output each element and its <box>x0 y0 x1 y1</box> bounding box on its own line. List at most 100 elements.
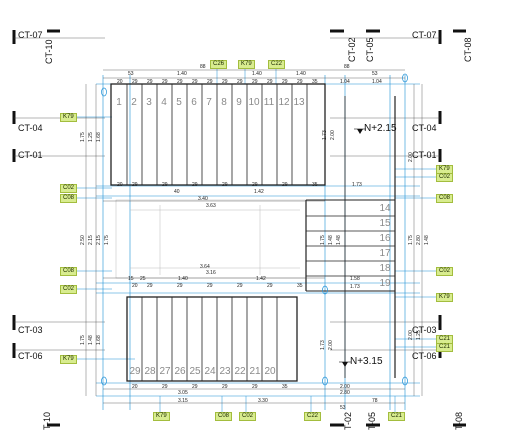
cut-label-ct01-right: CT-01 <box>412 150 437 160</box>
tag-c22: C22 <box>304 412 322 421</box>
dim-text: 3.30 <box>258 398 268 404</box>
dim-text: 2.50 <box>80 235 86 245</box>
dim-text: 35 <box>312 79 318 85</box>
level-marker-upper <box>354 128 366 134</box>
step-number: 5 <box>176 97 182 108</box>
dim-text: 88 <box>200 64 206 70</box>
tag-k79: K79 <box>60 113 77 122</box>
dim-text: 29 <box>282 79 288 85</box>
dim-text: 3.64 <box>200 264 210 270</box>
dim-text: 29 <box>207 79 213 85</box>
tag-c02: C02 <box>436 173 454 182</box>
mid-landing <box>115 199 307 279</box>
dim-text: 1.73 <box>352 182 362 188</box>
tag-c22: C22 <box>268 60 286 69</box>
tag-c26: C26 <box>210 60 228 69</box>
dim-text: 29 <box>132 79 138 85</box>
dim-text: 1.48 <box>336 235 342 245</box>
dim-text: 2.00 <box>340 384 350 390</box>
dim-text: 29 <box>237 283 243 289</box>
tag-k79: K79 <box>153 412 170 421</box>
dim-text: 1.75 <box>320 235 326 245</box>
lower-flight <box>126 296 298 382</box>
step-number: 27 <box>159 366 171 377</box>
grid-axis-lines <box>96 75 420 410</box>
cut-label-ct03-right: CT-03 <box>412 325 437 335</box>
step-number: 10 <box>248 97 260 108</box>
dim-text: 20 <box>117 182 123 188</box>
dim-text: 1.04 <box>340 79 350 85</box>
dim-text: 2.00 <box>328 340 334 350</box>
dim-text: 20 <box>132 283 138 289</box>
dim-text: 1.75 <box>80 132 86 142</box>
step-number: 28 <box>144 366 156 377</box>
dim-text: 29 <box>192 79 198 85</box>
dim-text: 25 <box>140 276 146 282</box>
dim-text: 1.25 <box>416 330 422 340</box>
dim-text: 2.00 <box>408 152 414 162</box>
section-cut-lines <box>14 37 440 351</box>
cut-label-ct07-left: CT-07 <box>18 30 43 40</box>
dim-text: 1.40 <box>252 71 262 77</box>
dim-text: 29 <box>132 182 138 188</box>
dim-text: 29 <box>147 283 153 289</box>
dim-text: 35 <box>312 182 318 188</box>
step-number: 3 <box>146 97 152 108</box>
dim-text: 2.00 <box>408 330 414 340</box>
dim-text: 1.58 <box>350 276 360 282</box>
dim-text: 29 <box>267 79 273 85</box>
tag-c02: C02 <box>60 285 78 294</box>
step-number: 2 <box>131 97 137 108</box>
step-number: 17 <box>379 248 391 259</box>
dim-text: 40 <box>174 189 180 195</box>
dim-text: 1.42 <box>254 189 264 195</box>
dim-text: 29 <box>162 384 168 390</box>
dim-text: 29 <box>177 283 183 289</box>
level-label-upper: N+2.15 <box>364 123 397 134</box>
step-number: 20 <box>264 366 276 377</box>
dim-text: 1.75 <box>408 235 414 245</box>
tag-c08: C08 <box>436 194 454 203</box>
tag-c08: C08 <box>60 194 78 203</box>
step-number: 7 <box>206 97 212 108</box>
dim-text: 3.15 <box>178 398 188 404</box>
step-number: 14 <box>379 203 391 214</box>
dim-text: 2.80 <box>340 390 350 396</box>
column-markers <box>101 73 408 386</box>
tag-c21: C21 <box>388 412 406 421</box>
dim-text: 1.48 <box>328 235 334 245</box>
tag-c02: C02 <box>60 184 78 193</box>
step-number: 29 <box>129 366 141 377</box>
dim-text: 1.73 <box>350 284 360 290</box>
step-number: 4 <box>161 97 167 108</box>
dim-text: 29 <box>252 384 258 390</box>
dim-text: 78 <box>372 398 378 404</box>
dim-text: 1.75 <box>104 235 110 245</box>
dim-text: 1.40 <box>178 276 188 282</box>
cut-label-ct02-top: CT-02 <box>347 37 357 62</box>
cut-label-ct10-top: CT-10 <box>44 39 54 64</box>
dim-text: 1.68 <box>96 335 102 345</box>
dim-text: 53 <box>128 71 134 77</box>
step-number: 12 <box>278 97 290 108</box>
tag-k79: K79 <box>60 355 77 364</box>
dim-text: 88 <box>344 64 350 70</box>
cut-label-t02-bottom: T-02 <box>343 411 353 430</box>
dim-text: 29 <box>222 384 228 390</box>
tag-k79: K79 <box>238 60 255 69</box>
dim-text: 29 <box>192 384 198 390</box>
step-number: 24 <box>204 366 216 377</box>
dim-text: 1.40 <box>296 71 306 77</box>
step-number: 18 <box>379 263 391 274</box>
dim-text: 20 <box>132 384 138 390</box>
dim-text: 1.40 <box>177 71 187 77</box>
dim-text: 3.63 <box>206 203 216 209</box>
section-cut-markers <box>12 29 466 427</box>
dim-text: 1.25 <box>88 132 94 142</box>
dim-text: 29 <box>192 182 198 188</box>
cut-label-ct08-top: CT-08 <box>463 37 473 62</box>
dim-text: 1.68 <box>96 132 102 142</box>
dim-text: 3.16 <box>206 270 216 276</box>
dim-text: 29 <box>162 182 168 188</box>
tag-c08: C08 <box>60 267 78 276</box>
